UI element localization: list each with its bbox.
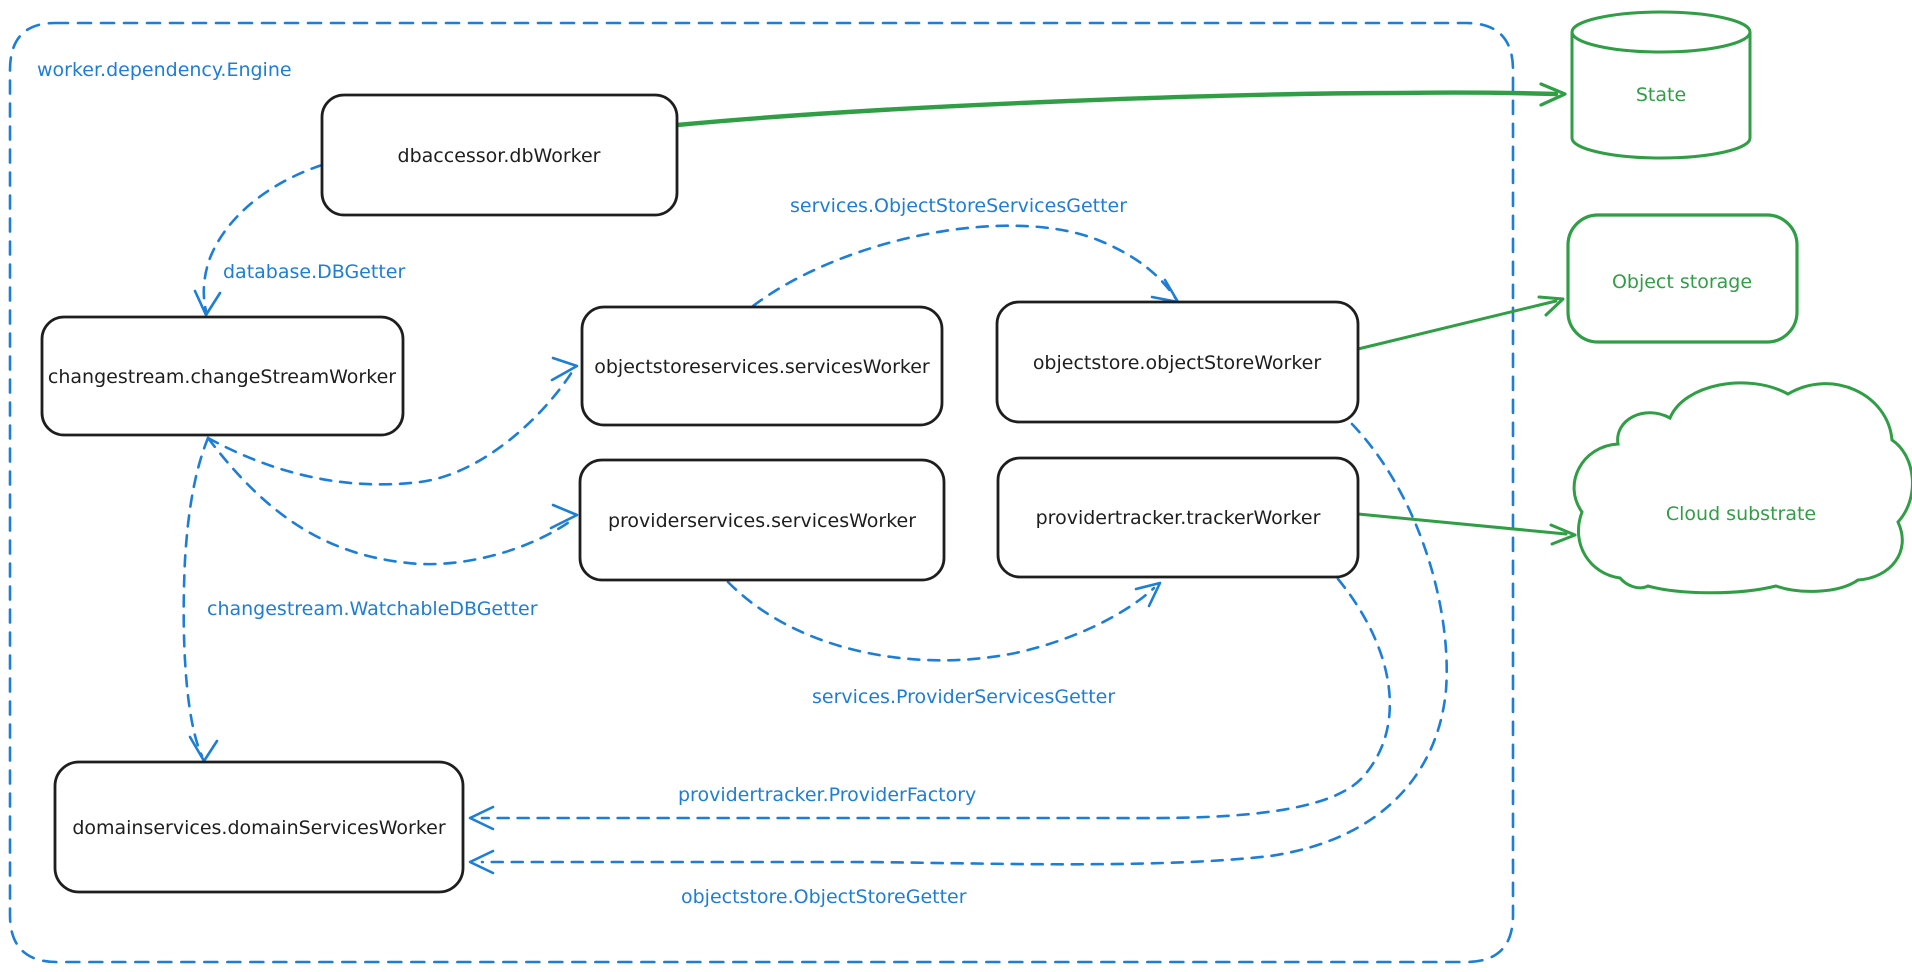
node-domainservices-label: domainservices.domainServicesWorker xyxy=(72,817,446,839)
node-objectstore-box xyxy=(995,300,1360,424)
node-providertracker-label: providertracker.trackerWorker xyxy=(1036,507,1321,529)
node-providertracker-box xyxy=(996,456,1360,579)
edge-labels: database.DBGetter services.ObjectStoreSe… xyxy=(207,195,1127,908)
worker-nodes: dbaccessor.dbWorker changestream.changeS… xyxy=(40,93,1360,894)
node-changestream: changestream.changeStreamWorker xyxy=(40,315,405,437)
edge-label-provider-services-getter: services.ProviderServicesGetter xyxy=(812,686,1115,708)
edge-label-database-dbgetter: database.DBGetter xyxy=(223,261,405,283)
arrowhead-objectstore-getter xyxy=(468,849,495,875)
node-dbaccessor-box xyxy=(320,93,679,217)
node-objectstore-label: objectstore.objectStoreWorker xyxy=(1033,352,1322,374)
arrowhead-objectstore-to-object-storage xyxy=(1537,295,1565,317)
edge-trackerworker-to-cloud xyxy=(1356,512,1568,536)
node-objectstoreservices-label: objectstoreservices.servicesWorker xyxy=(594,356,930,378)
arrowhead-trackerworker-to-cloud xyxy=(1549,523,1577,546)
object-storage-label: Object storage xyxy=(1612,271,1752,293)
node-changestream-label: changestream.changeStreamWorker xyxy=(48,366,396,388)
external-cloud-substrate: Cloud substrate xyxy=(1572,381,1912,595)
arrowhead-provider-factory xyxy=(468,805,495,831)
edge-provider-services-getter xyxy=(726,580,1156,662)
cloud-shape xyxy=(1572,381,1912,595)
edge-provider-factory xyxy=(480,577,1392,820)
external-object-storage: Object storage xyxy=(1566,213,1799,344)
node-providerservices: providerservices.servicesWorker xyxy=(578,458,946,582)
arrowhead-changestream-objectstoreservices xyxy=(550,356,579,382)
edge-changestream-objectstoreservices xyxy=(206,370,574,486)
object-storage-box xyxy=(1566,213,1799,344)
resource-edges xyxy=(674,82,1577,546)
engine-container: worker.dependency.Engine xyxy=(8,21,1515,964)
edge-label-objectstore-services-getter: services.ObjectStoreServicesGetter xyxy=(790,195,1127,217)
arrowhead-changestream-providerservices xyxy=(549,503,579,530)
node-providertracker: providertracker.trackerWorker xyxy=(996,456,1360,579)
arrowhead-dbworker-to-state xyxy=(1539,82,1567,107)
node-changestream-box xyxy=(40,315,405,437)
edge-objectstore-to-object-storage xyxy=(1356,299,1558,351)
state-cylinder-body xyxy=(1570,32,1752,160)
node-domainservices: domainservices.domainServicesWorker xyxy=(53,760,465,894)
node-objectstoreservices-box xyxy=(580,305,944,427)
cloud-substrate-label: Cloud substrate xyxy=(1666,503,1816,525)
edge-objectstore-services-getter xyxy=(751,224,1178,308)
external-state: State xyxy=(1570,10,1752,160)
node-providerservices-label: providerservices.servicesWorker xyxy=(608,510,916,532)
external-resources: State Object storage Cloud substrate xyxy=(1566,10,1912,595)
state-cylinder-top xyxy=(1570,10,1752,54)
edge-label-watchable-dbgetter: changestream.WatchableDBGetter xyxy=(207,598,538,620)
node-objectstore: objectstore.objectStoreWorker xyxy=(995,300,1360,424)
node-dbaccessor: dbaccessor.dbWorker xyxy=(320,93,679,217)
node-dbaccessor-label: dbaccessor.dbWorker xyxy=(398,145,601,167)
arrowhead-provider-services-getter xyxy=(1134,581,1162,608)
edge-dbworker-to-state xyxy=(674,90,1559,128)
edge-label-objectstore-getter: objectstore.ObjectStoreGetter xyxy=(681,886,967,908)
node-objectstoreservices: objectstoreservices.servicesWorker xyxy=(580,305,944,427)
state-label: State xyxy=(1636,84,1686,106)
engine-title: worker.dependency.Engine xyxy=(37,59,292,81)
edge-label-provider-factory: providertracker.ProviderFactory xyxy=(678,784,976,806)
arrowhead-database-dbgetter xyxy=(193,289,222,317)
edge-watchable-dbgetter xyxy=(182,436,210,758)
edge-database-dbgetter xyxy=(202,163,324,313)
node-providerservices-box xyxy=(578,458,946,582)
edge-objectstore-getter xyxy=(480,422,1448,866)
arrowhead-watchable-dbgetter xyxy=(188,735,219,763)
edge-changestream-providerservices xyxy=(206,436,574,566)
engine-border xyxy=(8,21,1515,964)
node-domainservices-box xyxy=(53,760,465,894)
